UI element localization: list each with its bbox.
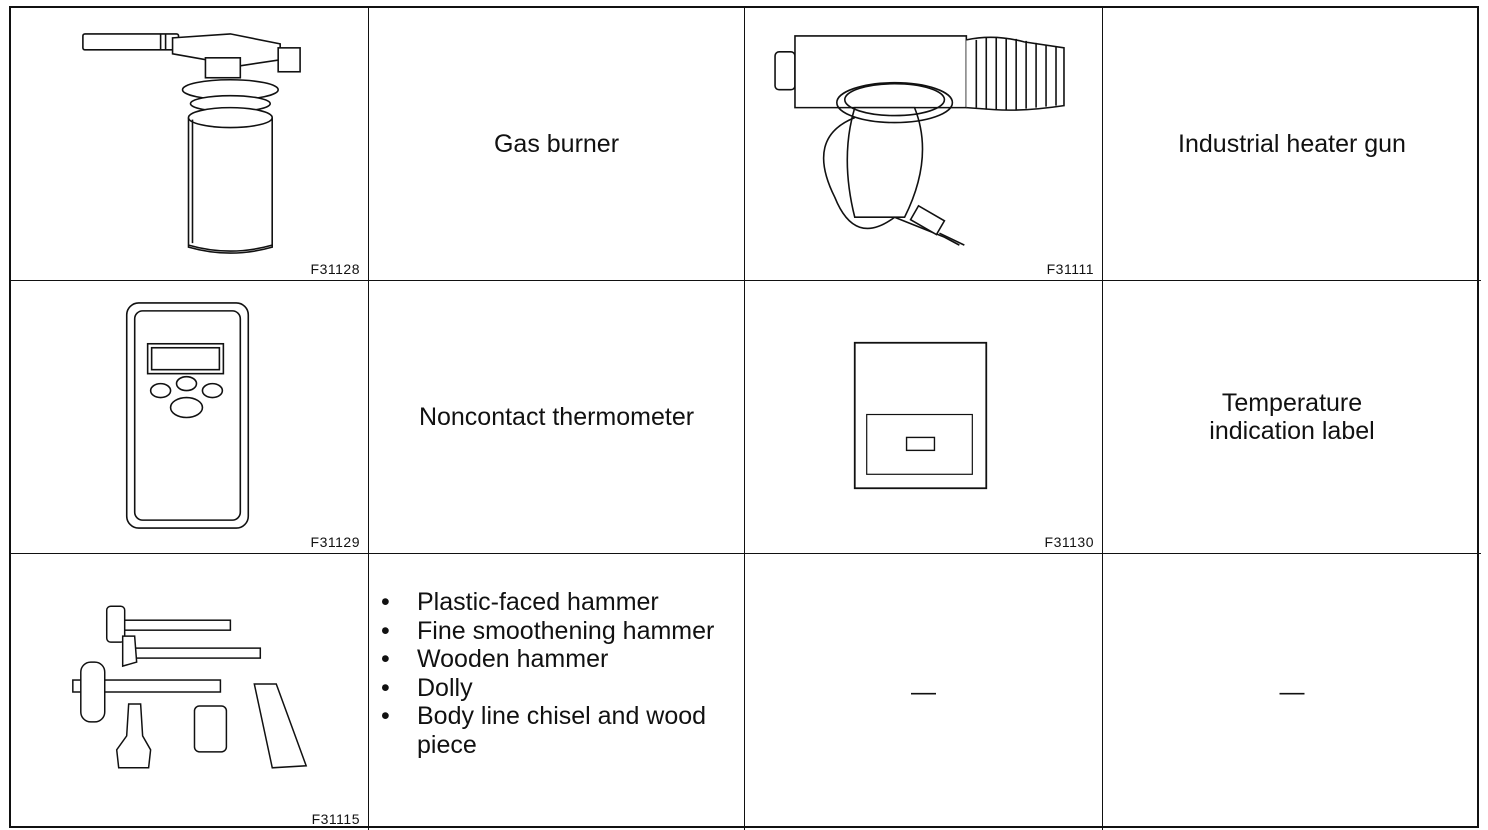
temperature-label-description-cell: Temperature indication label [1103,281,1481,554]
gas-burner-figure-cell: F31128 [11,8,369,281]
heater-gun-figure-cell: F31111 [745,8,1103,281]
figure-code: F31130 [1044,534,1094,550]
thermometer-description-cell: Noncontact thermometer [369,281,745,554]
temperature-label-icon [853,341,988,490]
thermometer-icon [125,302,250,529]
figure-code: F31128 [310,261,360,277]
tool-name: Gas burner [493,130,620,158]
tool-table: F31128 Gas burner F31 [9,6,1481,830]
list-item: Wooden hammer [379,645,744,674]
empty-dash: — [911,677,936,706]
empty-description-cell: — [1103,554,1481,830]
gas-burner-icon [82,33,301,254]
figure-code: F31115 [311,811,360,827]
list-item: Fine smoothening hammer [379,617,744,646]
hammer-set-description-cell: Plastic-faced hammer Fine smoothening ha… [369,554,745,830]
figure-code: F31111 [1046,261,1094,277]
tool-name: Industrial heater gun [1178,130,1406,158]
empty-dash: — [1279,677,1305,706]
tool-name-line2: indication label [1209,417,1375,445]
thermometer-figure-cell: F31129 [11,281,369,554]
heater-gun-icon [774,35,1065,246]
heater-gun-description-cell: Industrial heater gun [1103,8,1481,281]
list-item: Body line chisel and wood piece [379,702,744,759]
list-item: Dolly [379,674,744,703]
gas-burner-description-cell: Gas burner [369,8,745,281]
figure-code: F31129 [310,534,360,550]
tool-name: Noncontact thermometer [418,403,695,431]
hammer-set-icon [72,605,308,769]
hammer-set-figure-cell: F31115 [11,554,369,830]
list-item: Plastic-faced hammer [379,588,744,617]
tool-name-line1: Temperature [1221,389,1363,417]
empty-figure-cell: — [745,554,1103,830]
temperature-label-figure-cell: F31130 [745,281,1103,554]
tool-list: Plastic-faced hammer Fine smoothening ha… [379,588,744,759]
